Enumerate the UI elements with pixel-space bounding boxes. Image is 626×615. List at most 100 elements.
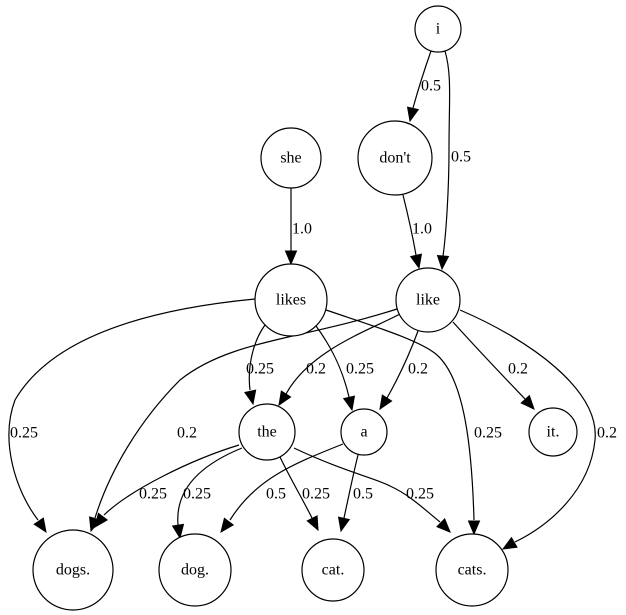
node-label: the (257, 424, 277, 441)
node-circle (238, 403, 296, 461)
edge-like-the: 0.2 (278, 313, 401, 407)
node-label: cat. (322, 562, 345, 579)
edge-line (103, 444, 240, 516)
edge-line (343, 454, 359, 519)
edge-weight-label: 0.2 (306, 361, 326, 378)
arrowhead-icon (406, 106, 420, 123)
arrowhead-icon (94, 512, 109, 529)
edge-weight-label: 0.5 (266, 486, 286, 503)
node-circle (414, 5, 462, 53)
arrowhead-icon (379, 394, 393, 411)
node-dogs: dogs. (32, 529, 114, 611)
edge-like-dogs: 0.2 (88, 308, 398, 533)
arrowhead-icon (306, 515, 319, 532)
node-i: i (414, 5, 462, 53)
arrowhead-icon (436, 518, 451, 533)
node-dog: dog. (158, 533, 232, 607)
edge-line (412, 50, 432, 109)
edge-line (285, 313, 401, 395)
node-circle (254, 263, 328, 337)
node-cat: cat. (301, 538, 365, 602)
edge-weight-label: 0.2 (408, 361, 428, 378)
arrowhead-icon (278, 390, 292, 407)
node-circle (340, 408, 388, 456)
edge-weight-label: 0.5 (421, 78, 441, 95)
edge-a-cat: 0.5 (337, 454, 373, 533)
edge-line (402, 194, 417, 256)
edge-line (8, 298, 256, 521)
arrowhead-icon (171, 523, 185, 540)
node-it: it. (528, 407, 578, 457)
edge-line (452, 321, 526, 400)
node-label: don't (379, 150, 411, 167)
node-label: she (280, 150, 301, 167)
arrowhead-icon (409, 253, 423, 270)
edge-the-dog: 0.25 (171, 447, 243, 540)
edge-weight-label: 0.25 (406, 486, 434, 503)
edge-she-likes: 1.0 (284, 188, 312, 266)
edge-weight-label: 0.25 (183, 486, 211, 503)
node-label: dogs. (56, 562, 90, 579)
edge-weight-label: 0.25 (246, 361, 274, 378)
edge-line (248, 324, 266, 391)
edge-weight-label: 0.25 (302, 486, 330, 503)
edge-weight-label: 0.2 (597, 425, 617, 442)
node-she: she (260, 127, 322, 189)
edge-line (293, 447, 441, 523)
edge-i-like: 0.5 (436, 50, 471, 271)
edge-the-cat: 0.25 (279, 456, 330, 532)
arrowhead-icon (220, 517, 235, 534)
edge-line (177, 447, 243, 526)
edge-like-cats: 0.2 (459, 309, 617, 550)
node-circle (301, 538, 365, 602)
node-label: likes (276, 292, 306, 309)
edge-weight-label: 0.2 (508, 361, 528, 378)
arrowhead-icon (33, 517, 47, 534)
node-circle (32, 529, 114, 611)
arrowhead-icon (501, 536, 518, 550)
edge-line (229, 443, 344, 521)
edge-weight-label: 0.5 (353, 486, 373, 503)
edge-i-dont: 0.5 (406, 50, 441, 123)
arrowhead-icon (467, 520, 481, 536)
node-cats: cats. (435, 533, 509, 607)
edge-weight-label: 0.2 (177, 425, 197, 442)
edge-dont-like: 1.0 (402, 194, 432, 270)
node-the: the (238, 403, 296, 461)
edge-line (386, 330, 419, 399)
edge-likes-a: 0.25 (315, 325, 374, 412)
node-label: dog. (181, 562, 209, 579)
node-circle (528, 407, 578, 457)
edge-likes-cats: 0.25 (325, 309, 502, 536)
arrowhead-icon (337, 516, 351, 533)
node-circle (395, 267, 461, 333)
node-label: like (416, 292, 440, 309)
edge-like-it: 0.2 (452, 321, 535, 410)
edge-weight-label: 0.25 (346, 361, 374, 378)
node-a: a (340, 408, 388, 456)
node-circle (435, 533, 509, 607)
node-label: cats. (458, 562, 487, 579)
node-like: like (395, 267, 461, 333)
nodes-layer: i she don't likes like the a it. dogs. dog. cat. ca… (32, 5, 578, 611)
edge-weight-label: 0.25 (474, 425, 502, 442)
arrowhead-icon (520, 394, 535, 410)
node-dont: don't (357, 120, 433, 196)
edge-weight-label: 0.25 (139, 486, 167, 503)
node-label: i (436, 21, 441, 38)
edge-a-dog: 0.5 (220, 443, 344, 534)
arrowhead-icon (244, 389, 257, 406)
edge-weight-label: 1.0 (292, 221, 312, 238)
node-circle (260, 127, 322, 189)
node-circle (158, 533, 232, 607)
arrowhead-icon (342, 395, 356, 412)
edge-the-dogs: 0.25 (94, 444, 240, 529)
edge-the-cats: 0.25 (293, 447, 451, 533)
edge-line (94, 308, 398, 519)
edge-likes-dogs: 0.25 (8, 298, 256, 534)
edge-weight-label: 0.25 (10, 425, 38, 442)
edge-line (315, 325, 350, 398)
edge-line (325, 309, 475, 521)
